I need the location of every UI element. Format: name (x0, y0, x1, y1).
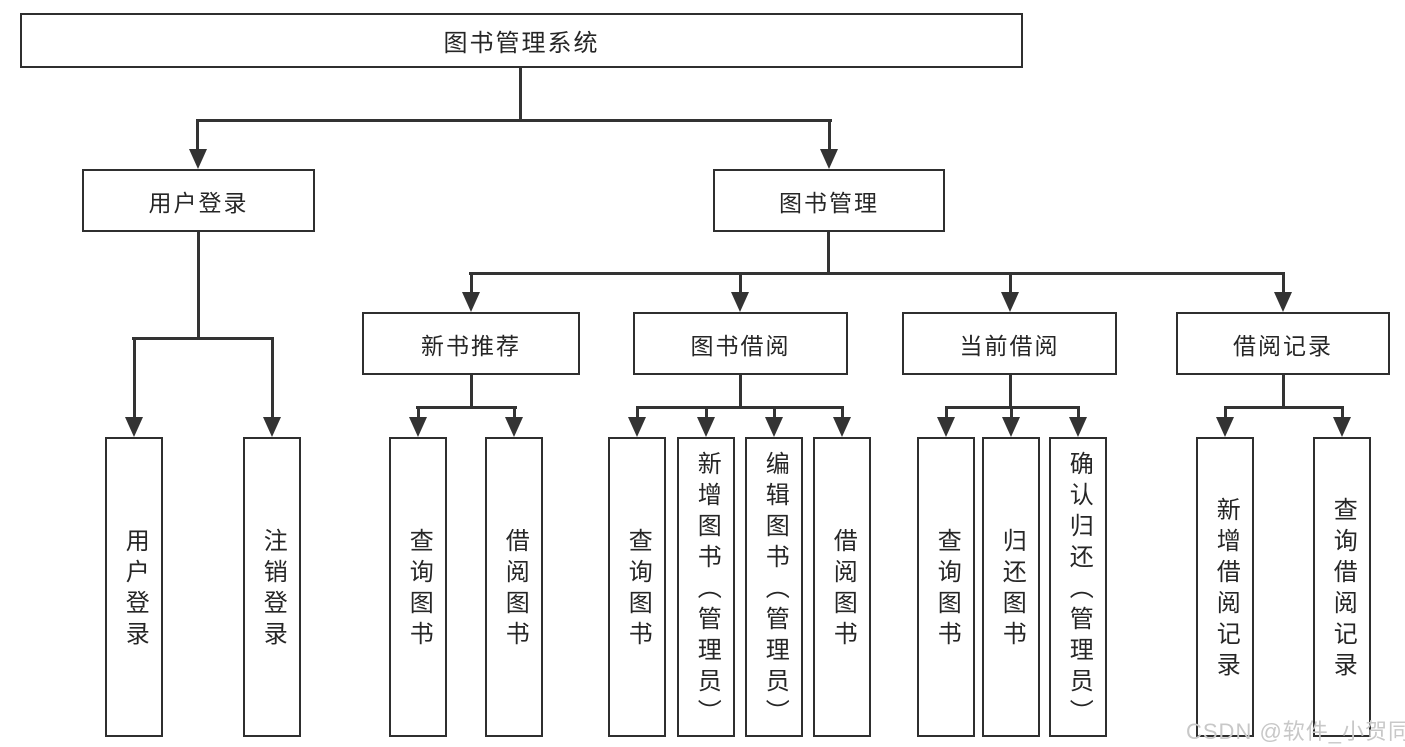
watermark: CSDN @软件_小贺同学 (1186, 719, 1405, 744)
arrowhead-to-bb-query-icon (628, 417, 646, 437)
leaf-rec-add-record-label: 新增借阅记录 (1212, 497, 1240, 683)
leaf-bb-edit-books-admin-label: 编辑图书（管理员） (761, 450, 789, 730)
connector-bookmgmt-drop-4 (1282, 272, 1285, 298)
arrowhead-to-leaf-logout-icon (263, 417, 281, 437)
connector-borrowing-drop-1 (636, 406, 639, 421)
leaf-rec-query-record: 查询借阅记录 (1313, 437, 1371, 737)
connector-newbook-drop-1 (417, 406, 420, 421)
connector-borrowing-drop-3 (773, 406, 776, 421)
connector-newbook-bus (416, 406, 517, 409)
connector-records-drop-1 (1224, 406, 1227, 421)
connector-borrowing-drop-2 (705, 406, 708, 421)
leaf-bb-borrow-books-label: 借阅图书 (829, 528, 857, 652)
leaf-bb-add-books-admin: 新增图书（管理员） (677, 437, 735, 737)
connector-userlogin-drop-1 (133, 337, 136, 421)
arrowhead-to-current-borrowing-icon (1001, 292, 1019, 312)
node-new-book-recommend: 新书推荐 (362, 312, 580, 375)
leaf-nb-query-books: 查询图书 (389, 437, 447, 737)
connector-root-drop-right (828, 119, 831, 155)
borrowing-records-label: 借阅记录 (1233, 332, 1333, 359)
connector-bookmgmt-drop-2 (739, 272, 742, 298)
leaf-rec-add-record: 新增借阅记录 (1196, 437, 1254, 737)
leaf-bb-query-books-label: 查询图书 (624, 528, 652, 652)
leaf-user-login: 用户登录 (105, 437, 163, 737)
connector-borrowing-drop-4 (841, 406, 844, 421)
connector-current-drop-1 (945, 406, 948, 421)
leaf-logout: 注销登录 (243, 437, 301, 737)
leaf-logout-label: 注销登录 (259, 528, 287, 652)
node-borrowing-records: 借阅记录 (1176, 312, 1390, 375)
connector-newbook-stem (470, 375, 473, 409)
leaf-nb-borrow-books-label: 借阅图书 (501, 528, 529, 652)
leaf-nb-borrow-books: 借阅图书 (485, 437, 543, 737)
arrowhead-to-cb-query-icon (937, 417, 955, 437)
connector-bookmgmt-stem (827, 232, 830, 275)
leaf-bb-add-books-admin-label: 新增图书（管理员） (693, 450, 721, 730)
current-borrowing-label: 当前借阅 (959, 332, 1060, 359)
connector-root-drop-left (196, 119, 199, 155)
node-book-management: 图书管理 (713, 169, 945, 232)
arrowhead-to-new-book-icon (462, 292, 480, 312)
book-management-label: 图书管理 (779, 189, 879, 216)
node-current-borrowing: 当前借阅 (902, 312, 1117, 375)
connector-root-bus (196, 119, 832, 122)
connector-userlogin-drop-2 (271, 337, 274, 421)
leaf-cb-return-books: 归还图书 (982, 437, 1040, 737)
leaf-bb-edit-books-admin: 编辑图书（管理员） (745, 437, 803, 737)
leaf-rec-query-record-label: 查询借阅记录 (1329, 497, 1357, 683)
leaf-cb-query-books: 查询图书 (917, 437, 975, 737)
arrowhead-to-rec-add-icon (1216, 417, 1234, 437)
user-login-label: 用户登录 (148, 189, 249, 216)
arrowhead-to-nb-borrow-icon (505, 417, 523, 437)
arrowhead-to-bb-borrow-icon (833, 417, 851, 437)
arrowhead-to-rec-query-icon (1333, 417, 1351, 437)
leaf-bb-borrow-books: 借阅图书 (813, 437, 871, 737)
connector-records-bus (1224, 406, 1344, 409)
leaf-cb-confirm-return-admin: 确认归还（管理员） (1049, 437, 1107, 737)
leaf-cb-return-books-label: 归还图书 (998, 528, 1026, 652)
new-book-recommend-label: 新书推荐 (421, 332, 521, 359)
arrowhead-to-bb-edit-icon (765, 417, 783, 437)
root-title-label: 图书管理系统 (443, 30, 600, 57)
leaf-nb-query-books-label: 查询图书 (405, 528, 433, 652)
connector-userlogin-stem (197, 232, 200, 340)
arrowhead-to-bb-add-icon (697, 417, 715, 437)
connector-bookmgmt-drop-3 (1009, 272, 1012, 298)
node-book-borrowing: 图书借阅 (633, 312, 848, 375)
connector-records-drop-2 (1341, 406, 1344, 421)
connector-borrowing-stem (739, 375, 742, 409)
arrowhead-to-leaf-login-icon (125, 417, 143, 437)
arrowhead-to-book-management-icon (820, 149, 838, 169)
node-user-login: 用户登录 (82, 169, 315, 232)
node-root-title: 图书管理系统 (20, 13, 1023, 68)
connector-bookmgmt-bus (469, 272, 1285, 275)
connector-current-drop-3 (1077, 406, 1080, 421)
connector-current-drop-2 (1010, 406, 1013, 421)
connector-userlogin-bus (132, 337, 274, 340)
leaf-cb-confirm-return-admin-label: 确认归还（管理员） (1065, 450, 1093, 730)
leaf-bb-query-books: 查询图书 (608, 437, 666, 737)
connector-borrowing-bus (636, 406, 844, 409)
arrowhead-to-book-borrowing-icon (731, 292, 749, 312)
connector-records-stem (1282, 375, 1285, 409)
connector-bookmgmt-drop-1 (470, 272, 473, 298)
leaf-cb-query-books-label: 查询图书 (933, 528, 961, 652)
arrowhead-to-user-login-icon (189, 149, 207, 169)
connector-newbook-drop-2 (513, 406, 516, 421)
leaf-user-login-label: 用户登录 (121, 528, 149, 652)
connector-root-stem (519, 68, 522, 122)
book-borrowing-label: 图书借阅 (690, 332, 791, 359)
arrowhead-to-cb-return-icon (1002, 417, 1020, 437)
connector-current-stem (1009, 375, 1012, 409)
arrowhead-to-borrowing-records-icon (1274, 292, 1292, 312)
arrowhead-to-cb-confirm-icon (1069, 417, 1087, 437)
arrowhead-to-nb-query-icon (409, 417, 427, 437)
